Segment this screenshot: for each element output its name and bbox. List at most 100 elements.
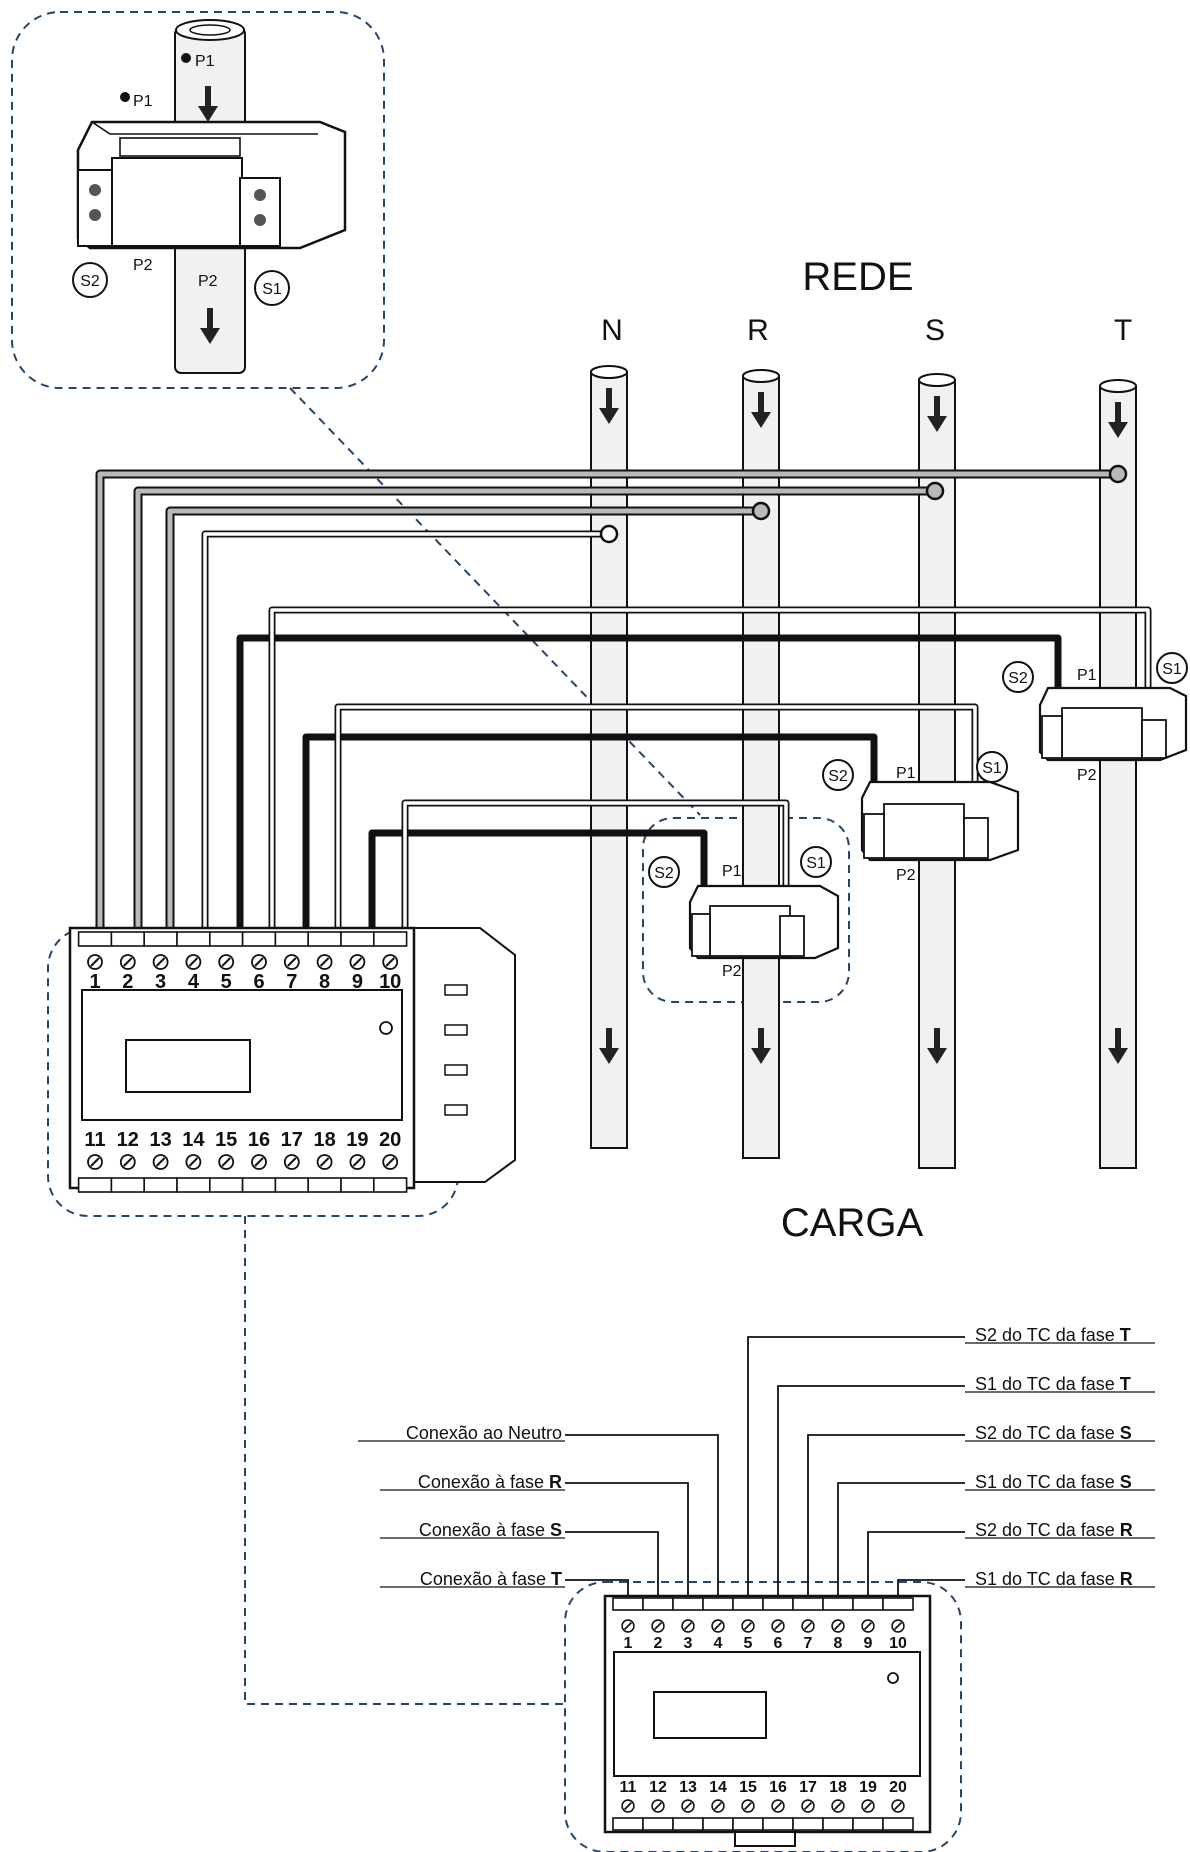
detail-p1-top-label: P1 [195,53,215,70]
ct-r-s2-label: S2 [654,865,674,882]
terminal-screw-icon [681,1799,695,1813]
terminal-number: 19 [346,1129,368,1151]
terminal-screw-icon [185,1154,202,1170]
terminal-number: 1 [89,971,100,993]
terminal-number: 5 [744,1635,753,1652]
ct-s-p1-label: P1 [896,765,916,782]
terminal-screw-icon [316,1154,333,1170]
terminal-slot [852,1817,884,1831]
terminal-number: 2 [122,971,133,993]
ct-t-s2-label: S2 [1008,670,1028,687]
terminal-screw-icon [741,1619,755,1633]
terminal-number: 17 [281,1129,303,1151]
terminal-number: 8 [319,971,330,993]
terminal-slot [642,1597,674,1611]
terminal-screw-icon [891,1799,905,1813]
terminal-slot [110,931,146,947]
terminal-slot [209,1177,244,1193]
terminal-screw-icon [861,1619,875,1633]
terminal-number: 3 [155,971,166,993]
phase-label-t: T [1114,314,1132,347]
callout-fase-r-label: Conexão à fase R [418,1472,562,1492]
terminal-slot [882,1817,914,1831]
ct-r-p2-label: P2 [722,963,742,980]
terminal-slot [792,1597,824,1611]
terminal-slot [612,1597,644,1611]
terminal-screw-icon [316,954,333,970]
callout-lines [358,1336,1155,1596]
terminal-number: 12 [117,1129,139,1151]
ct-phase-r: P1 P2 S2 S1 [648,846,840,980]
terminal-number: 15 [215,1129,237,1151]
terminal-screw-icon [251,1154,267,1170]
terminal-number: 10 [379,971,401,993]
terminal-screw-icon [621,1619,635,1633]
ct-s-s2-label: S2 [828,768,848,785]
terminal-number: 13 [149,1129,171,1151]
terminal-slot [110,1177,146,1193]
terminal-number: 4 [188,971,200,993]
terminal-number: 5 [221,971,232,993]
terminal-slot [732,1817,764,1831]
terminal-number: 13 [679,1779,697,1796]
terminal-number: 3 [684,1635,693,1652]
terminal-slot [340,1177,375,1193]
terminal-screw-icon [771,1619,785,1633]
terminal-slot [274,1177,309,1193]
terminal-number: 18 [829,1779,847,1796]
callout-s2-t-label: S2 do TC da fase T [975,1325,1131,1345]
terminal-slot [274,931,309,947]
callout-s1-t-label: S1 do TC da fase T [975,1374,1131,1394]
conductor-s [918,373,956,1169]
detail-p2-label: P2 [133,257,153,274]
terminal-number: 10 [889,1635,907,1652]
detail-p1-label: P1 [133,93,153,110]
detail-s1-label: S1 [262,281,282,298]
terminal-slot [143,931,178,947]
terminal-slot [307,931,342,947]
callout-s1-r-label: S1 do TC da fase R [975,1569,1133,1589]
terminal-screw-icon [283,954,300,970]
terminal-screw-icon [861,1799,875,1813]
terminal-number: 14 [709,1779,727,1796]
terminal-screw-icon [87,1154,103,1170]
terminal-screw-icon [218,954,235,970]
callout-fase-s-label: Conexão à fase S [419,1520,562,1540]
terminal-screw-icon [711,1799,725,1813]
terminal-slot [762,1597,794,1611]
terminal-screw-icon [87,954,103,970]
terminal-slot [372,931,408,947]
carga-label: CARGA [781,1201,924,1245]
ct-t-s1-label: S1 [1162,661,1182,678]
terminal-screw-icon [119,1154,136,1170]
ct-detail-frame [11,11,385,389]
terminal-screw-icon [681,1619,695,1633]
ct-r-p1-label: P1 [722,863,742,880]
terminal-slot [882,1597,914,1611]
detail-p2-bottom-label: P2 [198,273,218,290]
meter-display [125,1039,251,1093]
terminal-slot [176,931,211,947]
rede-label: REDE [802,255,913,299]
ct-r-s1-label: S1 [806,855,826,872]
callout-s2-s-label: S2 do TC da fase S [975,1423,1132,1443]
meter-leader-line [244,1216,565,1705]
terminal-screw-icon [711,1619,725,1633]
ct-t-p2-label: P2 [1077,767,1097,784]
terminal-slot [372,1177,408,1193]
terminal-number: 8 [834,1635,843,1652]
detail-leader-line [289,387,701,816]
detail-s2-label: S2 [80,273,100,290]
terminal-number: 4 [714,1635,723,1652]
terminal-slot [672,1597,704,1611]
terminal-screw-icon [801,1619,815,1633]
terminal-slot [307,1177,342,1193]
phase-label-r: R [747,314,769,347]
terminal-number: 19 [859,1779,877,1796]
terminal-number: 11 [620,1779,637,1796]
terminal-screw-icon [741,1799,755,1813]
terminal-screw-icon [218,1154,235,1170]
terminal-screw-icon [152,954,169,970]
terminal-slot [822,1817,854,1831]
